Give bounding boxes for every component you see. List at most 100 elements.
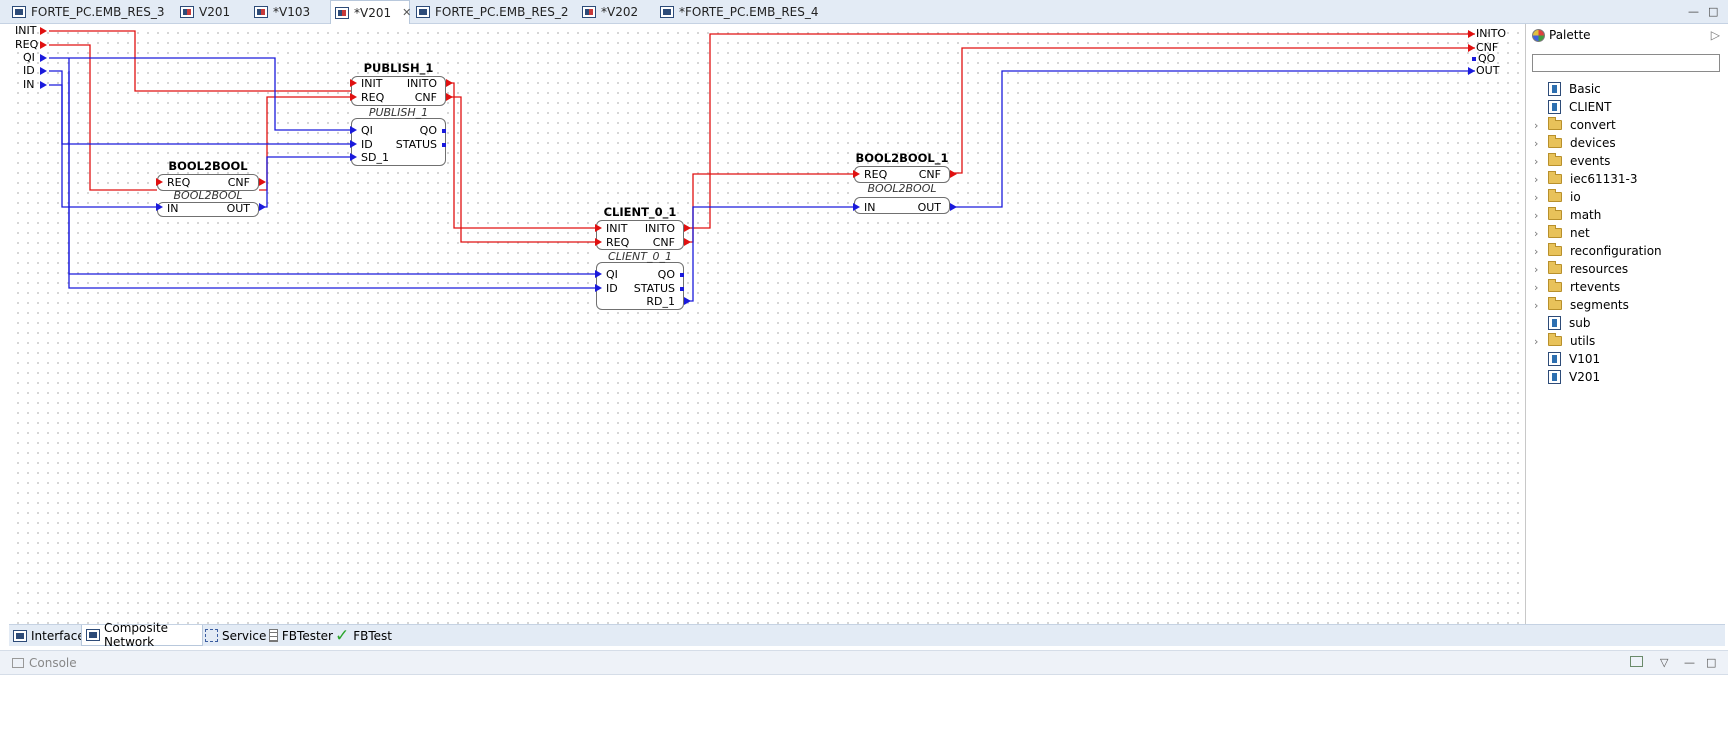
- pin-req[interactable]: REQ: [864, 168, 888, 181]
- editor-tab-forte-emb-res-3[interactable]: FORTE_PC.EMB_RES_3: [8, 0, 165, 23]
- event-port-icon[interactable]: [350, 79, 357, 87]
- event-port-icon[interactable]: [350, 93, 357, 101]
- pin-cnf[interactable]: CNF: [227, 176, 250, 189]
- event-port-icon[interactable]: [40, 27, 47, 35]
- interface-input-req[interactable]: REQ: [15, 38, 39, 51]
- maximize-icon[interactable]: □: [1708, 5, 1719, 18]
- pin-qi[interactable]: QI: [361, 124, 373, 137]
- data-port-icon[interactable]: [40, 67, 47, 75]
- pin-qo[interactable]: QO: [657, 268, 675, 281]
- pin-sd-1[interactable]: SD_1: [361, 151, 389, 164]
- data-port-icon[interactable]: [259, 203, 266, 211]
- palette-item-client[interactable]: CLIENT: [1534, 98, 1728, 116]
- chevron-right-icon[interactable]: ›: [1534, 226, 1539, 240]
- editor-tab-forte-emb-res-2[interactable]: FORTE_PC.EMB_RES_2: [412, 0, 572, 23]
- event-port-icon[interactable]: [156, 178, 163, 186]
- data-port-icon[interactable]: [442, 143, 446, 147]
- close-icon[interactable]: ✕: [402, 6, 412, 19]
- pin-in[interactable]: IN: [864, 201, 876, 214]
- palette-item-rtevents[interactable]: ›rtevents: [1534, 278, 1728, 296]
- palette-item-convert[interactable]: ›convert: [1534, 116, 1728, 134]
- interface-input-init[interactable]: INIT: [15, 24, 37, 37]
- event-port-icon[interactable]: [684, 224, 691, 232]
- data-port-icon[interactable]: [684, 297, 691, 305]
- palette-search-input[interactable]: [1532, 54, 1720, 72]
- pin-id[interactable]: ID: [361, 138, 373, 151]
- palette-item-math[interactable]: ›math: [1534, 206, 1728, 224]
- palette-item-basic[interactable]: Basic: [1534, 80, 1728, 98]
- chevron-right-icon[interactable]: ›: [1534, 262, 1539, 276]
- chevron-right-icon[interactable]: ›: [1534, 334, 1539, 348]
- event-port-icon[interactable]: [950, 170, 957, 178]
- palette-item-resources[interactable]: ›resources: [1534, 260, 1728, 278]
- fb-publish-1[interactable]: PUBLISH_1 PUBLISH_1 INIT REQ INITO CNF Q…: [350, 61, 453, 166]
- pin-cnf[interactable]: CNF: [652, 236, 675, 249]
- composite-network-canvas[interactable]: INIT REQ QI ID IN INITO CNF QO OUT PUBLI…: [9, 24, 1525, 624]
- data-port-icon[interactable]: [40, 54, 47, 62]
- palette-item-net[interactable]: ›net: [1534, 224, 1728, 242]
- pin-out[interactable]: OUT: [917, 201, 941, 214]
- event-port-icon[interactable]: [40, 41, 47, 49]
- interface-output-cnf[interactable]: CNF: [1476, 41, 1499, 54]
- chevron-right-icon[interactable]: ›: [1534, 298, 1539, 312]
- tab-fbtest[interactable]: ✓ FBTest: [331, 625, 393, 646]
- pin-status[interactable]: STATUS: [395, 138, 437, 151]
- pin-req[interactable]: REQ: [361, 91, 385, 104]
- interface-input-in[interactable]: IN: [23, 78, 35, 91]
- data-port-icon[interactable]: [595, 270, 602, 278]
- interface-output-qo[interactable]: QO: [1478, 52, 1496, 65]
- chevron-right-icon[interactable]: ›: [1534, 244, 1539, 258]
- data-port-icon[interactable]: [680, 273, 684, 277]
- collapse-palette-icon[interactable]: ▷: [1710, 28, 1720, 42]
- pin-req[interactable]: REQ: [167, 176, 191, 189]
- pin-in[interactable]: IN: [167, 202, 179, 215]
- chevron-right-icon[interactable]: ›: [1534, 118, 1539, 132]
- pin-inito[interactable]: INITO: [644, 222, 675, 235]
- fb-instance-name[interactable]: PUBLISH_1: [363, 61, 434, 75]
- palette-item-reconfiguration[interactable]: ›reconfiguration: [1534, 242, 1728, 260]
- interface-output-out[interactable]: OUT: [1476, 64, 1500, 77]
- palette-item-segments[interactable]: ›segments: [1534, 296, 1728, 314]
- chevron-right-icon[interactable]: ›: [1534, 154, 1539, 168]
- data-port-icon[interactable]: [350, 140, 357, 148]
- editor-tab-v202[interactable]: *V202: [578, 0, 658, 23]
- interface-input-id[interactable]: ID: [23, 64, 35, 77]
- event-port-icon[interactable]: [446, 79, 453, 87]
- pin-out[interactable]: OUT: [226, 202, 250, 215]
- chevron-right-icon[interactable]: ›: [1534, 136, 1539, 150]
- pin-qo[interactable]: QO: [419, 124, 437, 137]
- event-port-icon[interactable]: [446, 93, 453, 101]
- interface-input-qi[interactable]: QI: [23, 51, 35, 64]
- event-port-icon[interactable]: [684, 238, 691, 246]
- event-port-icon[interactable]: [595, 238, 602, 246]
- data-port-icon[interactable]: [442, 129, 446, 133]
- chevron-right-icon[interactable]: ›: [1534, 208, 1539, 222]
- pin-rd-1[interactable]: RD_1: [646, 295, 675, 308]
- interface-output-inito[interactable]: INITO: [1476, 27, 1507, 40]
- fb-bool2bool-1[interactable]: BOOL2BOOL_1 BOOL2BOOL REQ CNF IN OUT: [853, 151, 957, 214]
- palette-item-v201[interactable]: V201: [1534, 368, 1728, 386]
- event-port-icon[interactable]: [853, 170, 860, 178]
- fb-instance-name[interactable]: CLIENT_0_1: [603, 205, 677, 219]
- chevron-right-icon[interactable]: ›: [1534, 190, 1539, 204]
- data-port-icon[interactable]: [853, 203, 860, 211]
- minimize-icon[interactable]: —: [1684, 656, 1695, 669]
- pin-init[interactable]: INIT: [606, 222, 628, 235]
- pin-id[interactable]: ID: [606, 282, 618, 295]
- event-port-icon[interactable]: [595, 224, 602, 232]
- tab-interface[interactable]: Interface: [9, 625, 87, 646]
- editor-tab-v103[interactable]: *V103: [250, 0, 330, 23]
- palette-item-utils[interactable]: ›utils: [1534, 332, 1728, 350]
- palette-item-sub[interactable]: sub: [1534, 314, 1728, 332]
- pin-cnf[interactable]: CNF: [918, 168, 941, 181]
- view-menu-icon[interactable]: ▽: [1660, 656, 1669, 669]
- data-port-icon[interactable]: [156, 203, 163, 211]
- fb-bool2bool[interactable]: BOOL2BOOL BOOL2BOOL REQ CNF IN OUT: [156, 159, 266, 217]
- palette-item-io[interactable]: ›io: [1534, 188, 1728, 206]
- pin-qi[interactable]: QI: [606, 268, 618, 281]
- data-port-icon[interactable]: [680, 287, 684, 291]
- data-port-icon[interactable]: [40, 81, 47, 89]
- maximize-icon[interactable]: □: [1706, 656, 1717, 669]
- data-port-icon[interactable]: [350, 153, 357, 161]
- tab-composite-network[interactable]: Composite Network: [81, 621, 203, 649]
